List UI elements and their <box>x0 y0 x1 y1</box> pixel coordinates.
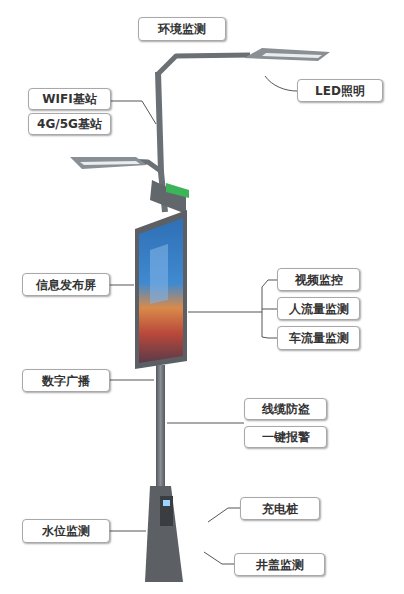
leader-line <box>167 423 244 424</box>
info-screen <box>139 218 183 363</box>
leader-line <box>188 312 262 313</box>
charger-box: 充电桩 <box>240 497 320 520</box>
leader-line <box>204 552 234 564</box>
box-label: 人流量监测 <box>289 302 349 316</box>
box-label: LED照明 <box>315 84 365 98</box>
box-label: 水位监测 <box>42 524 90 538</box>
box-label: 井盖监测 <box>256 558 304 572</box>
environment-box: 环境监测 <box>138 17 226 41</box>
box-label: 视频监控 <box>295 273 343 287</box>
led-strip <box>262 53 322 58</box>
led-strip <box>80 161 140 165</box>
box-label: 一键报警 <box>262 430 310 444</box>
led-lamp-head <box>70 157 147 169</box>
leader-line <box>265 76 297 91</box>
environment-sensor <box>166 183 189 198</box>
leader-line <box>110 380 154 381</box>
water-level-box: 水位监测 <box>22 519 110 543</box>
box-label: 信息发布屏 <box>36 278 96 292</box>
manhole-box: 井盖监测 <box>234 553 325 576</box>
leader-line <box>262 309 277 310</box>
pole-main <box>156 365 165 487</box>
wifi-box: WIFI基站 <box>28 88 111 110</box>
upper-arm <box>158 55 250 74</box>
leader-line <box>111 101 156 124</box>
people-flow-box: 人流量监测 <box>277 297 360 320</box>
cable-box: 线缆防盗 <box>244 398 327 420</box>
video-box: 视频监控 <box>277 268 360 291</box>
bracket <box>262 280 277 338</box>
leader-line <box>110 285 134 286</box>
box-label: WIFI基站 <box>42 92 96 106</box>
pole-base <box>145 486 183 582</box>
screen-box: 信息发布屏 <box>22 273 110 296</box>
box-label: 线缆防盗 <box>262 402 310 416</box>
box-label: 环境监测 <box>158 22 206 36</box>
led-box: LED照明 <box>297 79 383 102</box>
broadcast-box: 数字广播 <box>22 369 110 392</box>
cellular-box: 4G/5G基站 <box>28 113 111 135</box>
vehicle-flow-box: 车流量监测 <box>277 326 360 350</box>
box-label: 充电桩 <box>262 502 298 516</box>
alarm-box: 一键报警 <box>244 426 327 448</box>
box-label: 数字广播 <box>42 374 90 388</box>
box-label: 车流量监测 <box>289 331 349 345</box>
box-label: 4G/5G基站 <box>37 117 102 131</box>
leader-line <box>208 508 240 522</box>
charging-panel <box>160 496 173 526</box>
leader-lines <box>110 76 297 564</box>
screen-building <box>150 244 168 304</box>
screen-housing <box>135 210 187 369</box>
charging-display <box>163 500 170 506</box>
led-lamp-head <box>244 48 330 61</box>
leader-line <box>110 531 146 532</box>
